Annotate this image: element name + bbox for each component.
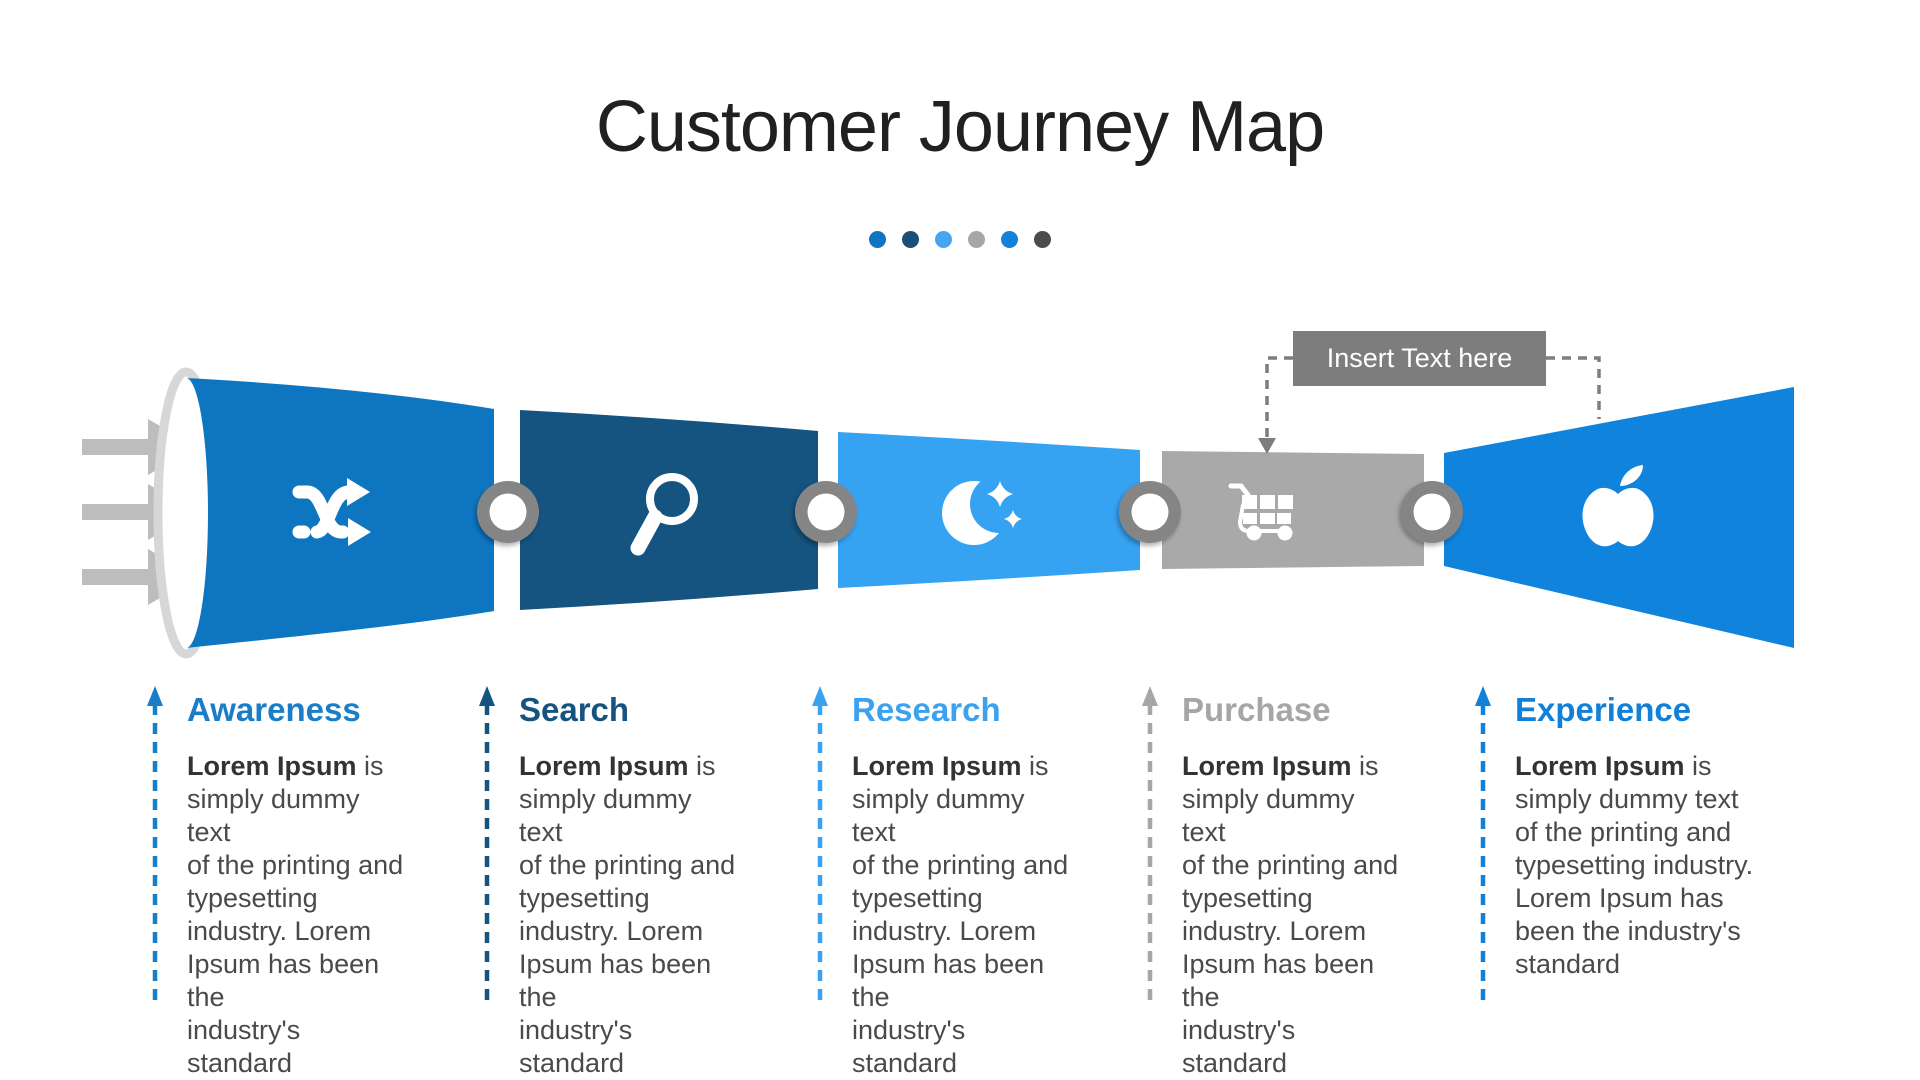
stage-description: Lorem Ipsum is simply dummy text of the … [852,751,1069,1079]
apple-icon [1582,465,1654,547]
stage-up-arrow-icon [1475,686,1491,1008]
stage-up-arrow-icon [479,686,495,1008]
pagination-dot[interactable] [968,231,985,248]
pagination-dot[interactable] [869,231,886,248]
stage-column-purchase: Purchase Lorem Ipsum is simply dummy tex… [1182,691,1400,1080]
stage-description: Lorem Ipsum is simply dummy text of the … [187,751,404,1079]
callout-connectors [1265,356,1601,438]
page-title: Customer Journey Map [595,87,1325,167]
stage-description: Lorem Ipsum is simply dummy text of the … [1182,751,1399,1079]
connector-circle [1401,481,1463,543]
pagination-dot[interactable] [902,231,919,248]
funnel-segment-purchase[interactable] [1162,451,1424,569]
stage-title: Research [852,691,1001,728]
pagination-dot[interactable] [935,231,952,248]
stage-title: Experience [1515,691,1692,728]
stage-description: Lorem Ipsum is simply dummy text of the … [1515,751,1754,980]
pagination-dots [869,231,1051,248]
moon-stars-icon [942,475,1028,545]
callout-connector-right [1546,356,1601,419]
stage-up-arrow-icon [147,686,163,1008]
stage-title: Search [519,691,630,728]
stage-description: Lorem Ipsum is simply dummy text of the … [519,751,736,1079]
stage-column-awareness: Awareness Lorem Ipsum is simply dummy te… [187,691,405,1080]
stage-column-research: Research Lorem Ipsum is simply dummy tex… [852,691,1070,1080]
pagination-dot[interactable] [1001,231,1018,248]
shuffle-icon [292,478,371,546]
stage-title: Awareness [187,691,361,728]
stage-up-arrow-icon [812,686,828,1008]
cart-icon [1228,483,1293,541]
callout-arrowhead-icon [1258,438,1276,454]
magnifier-icon [630,473,698,556]
funnel-segment-awareness[interactable] [186,378,494,648]
connector-circle [1119,481,1181,543]
stage-column-experience: Experience Lorem Ipsum is simply dummy t… [1515,691,1777,981]
stage-title: Purchase [1182,691,1331,728]
connector-circle [795,481,857,543]
stage-connectors [477,481,1463,543]
stage-column-search: Search Lorem Ipsum is simply dummy text … [519,691,737,1080]
connector-circle [477,481,539,543]
pagination-dot[interactable] [1034,231,1051,248]
funnel-segment-search[interactable] [520,410,818,610]
callout-connector-left [1265,356,1293,438]
insert-text-placeholder[interactable]: Insert Text here [1293,331,1546,386]
stage-up-arrow-icon [1142,686,1158,1008]
stage-arrows [147,686,1491,1008]
